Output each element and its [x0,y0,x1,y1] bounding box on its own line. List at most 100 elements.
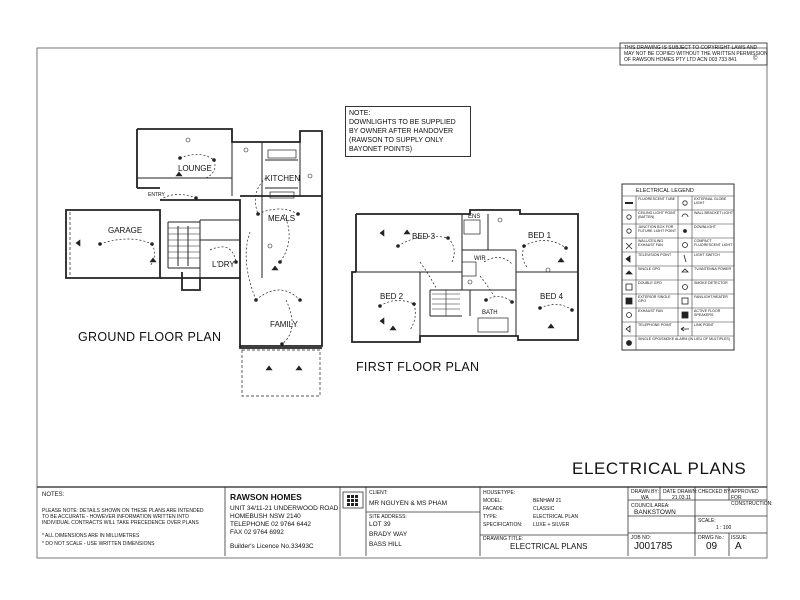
wir-robe [461,261,477,277]
room-lounge: LOUNGE [178,164,212,173]
electrical-symbols [75,156,574,371]
notes-line-3: INDIVIDUAL CONTRACTS WILL TAKE PRECEDENC… [42,520,199,526]
legend-item-label: SINGLE GPO/SMOKE ALARM (IN LIEU OF MULTI… [638,337,730,341]
room-bed1: BED 1 [528,231,552,240]
builders-licence: Builder's Licence No.33493C [230,543,314,550]
legend-item-label: WALL BRACKET LIGHT [694,211,734,215]
legend-item-label: DOUBLE GPO [638,281,662,285]
room-meals: MEALS [268,214,296,223]
legend-item-label: CEILING LIGHT POINT (BATTEN) [638,211,676,220]
notes-do-not-scale: * DO NOT SCALE - USE WRITTEN DIMENSIONS [42,541,155,547]
notes-line-2: TO BE ACCURATE - HOWEVER INFORMATION WRI… [42,514,189,520]
model-value: BENHAM 21 [533,498,562,504]
site-line-2: BRADY WAY [369,531,408,538]
legend-item-label: TELEVISION POINT [638,253,672,257]
legend-item-label: JUNCTION BOX FOR FUTURE LIGHT POINT [638,225,677,234]
job-value: J001785 [634,541,673,552]
housetype-label: HOUSETYPE: [483,490,516,496]
sheet-title: ELECTRICAL PLANS [572,459,747,478]
copyright-line-3: OF RAWSON HOMES PTY LTD ACN 003 733 841 [624,57,737,63]
legend-title: ELECTRICAL LEGEND [636,188,694,194]
sheet-border [36,47,768,559]
legend-symbols [625,200,689,346]
room-ens: ENS [468,214,481,220]
legend-item-label: EXTERIOR SINGLE GPO [638,295,671,304]
legend-item-label: TV/ANTENNA POWER [694,267,732,271]
room-bed3: BED 3 [412,232,436,241]
kitchen-bench [267,149,297,159]
ensuite-shower [463,219,481,235]
issue-value: A [735,541,742,552]
council-value: BANKSTOWN [634,509,676,516]
drawn-by-label: DRAWN BY: [631,489,659,495]
ground-floor-wiring [99,154,301,345]
checked-by-label: CHECKED BY: [698,489,732,495]
date-drawn-value: 21.03.11 [672,495,692,501]
scale-label: SCALE: [698,518,716,524]
first-floor-plan-title: FIRST FLOOR PLAN [356,360,480,374]
legend-item-label: FAN/LIGHT/HEATER [694,295,728,299]
legend-item-label: SINGLE GPO [638,267,661,271]
legend-item-label: LINK POINT [694,323,714,327]
title-block-grid [224,487,767,556]
drawn-by-value: WA [641,495,649,501]
drawing-number-value: 09 [706,541,718,552]
drawing-title-label: DRAWING TITLE: [483,536,524,542]
ground-floor-plan-title: GROUND FLOOR PLAN [78,330,222,344]
kitchen-island [269,191,295,199]
legend-item-label: EXTERNAL GLOBE LIGHT [694,197,727,206]
legend-item-label: COMPACT FLUORESCENT LIGHT [694,239,733,248]
facade-label: FACADE: [483,506,505,512]
notes-dimensions: * ALL DIMENSIONS ARE IN MILLIMETRES [42,533,140,539]
note-label: NOTE: [349,110,371,117]
facade-value: CLASSIC [533,506,555,512]
first-floor-wiring [379,235,573,331]
company-address-2: HOMEBUSH NSW 2140 [230,513,301,520]
company-phone: TELEPHONE 02 9764 6442 [230,521,311,528]
copyright-box [619,42,768,66]
legend-item-label: DOWNLIGHT [694,225,716,229]
drawing-number-label: DRWG No.: [698,535,725,541]
scale-value: 1 : 100 [716,525,732,531]
ground-floor-stairs [168,227,200,259]
company-fax: FAX 02 9764 6992 [230,529,284,536]
site-line-3: BASS HILL [369,541,402,548]
room-kitchen: KITCHEN [265,174,301,183]
issue-label: ISSUE: [731,535,748,541]
date-drawn-label: DATE DRAWN: [663,489,698,495]
first-floor-internal-walls [356,214,578,336]
ground-floor-walls [65,128,323,349]
room-ldry: L'DRY [212,260,235,269]
copyright-symbol: © [753,56,758,62]
site-label: SITE ADDRESS: [369,514,407,520]
note-line-4: BAYONET POINTS) [349,146,413,153]
company-address-1: UNIT 34/11-21 UNDERWOOD ROAD [230,505,339,512]
model-label: MODEL: [483,498,503,504]
room-bed4: BED 4 [540,292,564,301]
drawing-title-value: ELECTRICAL PLANS [510,542,588,551]
legend-item-label: ACTIVE FLOOR SPEAKERS [694,309,721,318]
legend-item-label: FLUORESCENT TUBE [638,197,676,201]
note-line-1: DOWNLIGHTS TO BE SUPPLIED [349,119,456,126]
room-family: FAMILY [270,320,298,329]
type-label: TYPE: [483,514,498,520]
legend-item-label: EXHAUST FAN [638,309,663,313]
spec-label: SPECIFICATION: [483,522,523,528]
room-bath: BATH [482,310,498,316]
approved-label: APPROVED FOR CONSTRUCTION: [731,489,773,507]
legend-item-label: WALL/CEILING EXHAUST FAN [638,239,664,248]
room-bed2: BED 2 [380,292,404,301]
client-value: MR NGUYEN & MS PHAM [369,500,448,507]
legend-item-label: TELEPHONE POINT [638,323,672,327]
room-garage: GARAGE [108,226,143,235]
company-name: RAWSON HOMES [230,492,302,502]
note-line-3: (RAWSON TO SUPPLY ONLY [349,137,444,144]
note-line-2: BY OWNER AFTER HANDOVER [349,128,454,135]
ground-floor-internal-walls [137,142,301,278]
copyright-line-1: THIS DRAWING IS SUBJECT TO COPYRIGHT LAW… [624,45,758,51]
site-line-1: LOT 39 [369,521,391,528]
company-logo [347,495,358,506]
legend-grid [621,183,735,351]
room-entry: ENTRY [148,192,165,198]
